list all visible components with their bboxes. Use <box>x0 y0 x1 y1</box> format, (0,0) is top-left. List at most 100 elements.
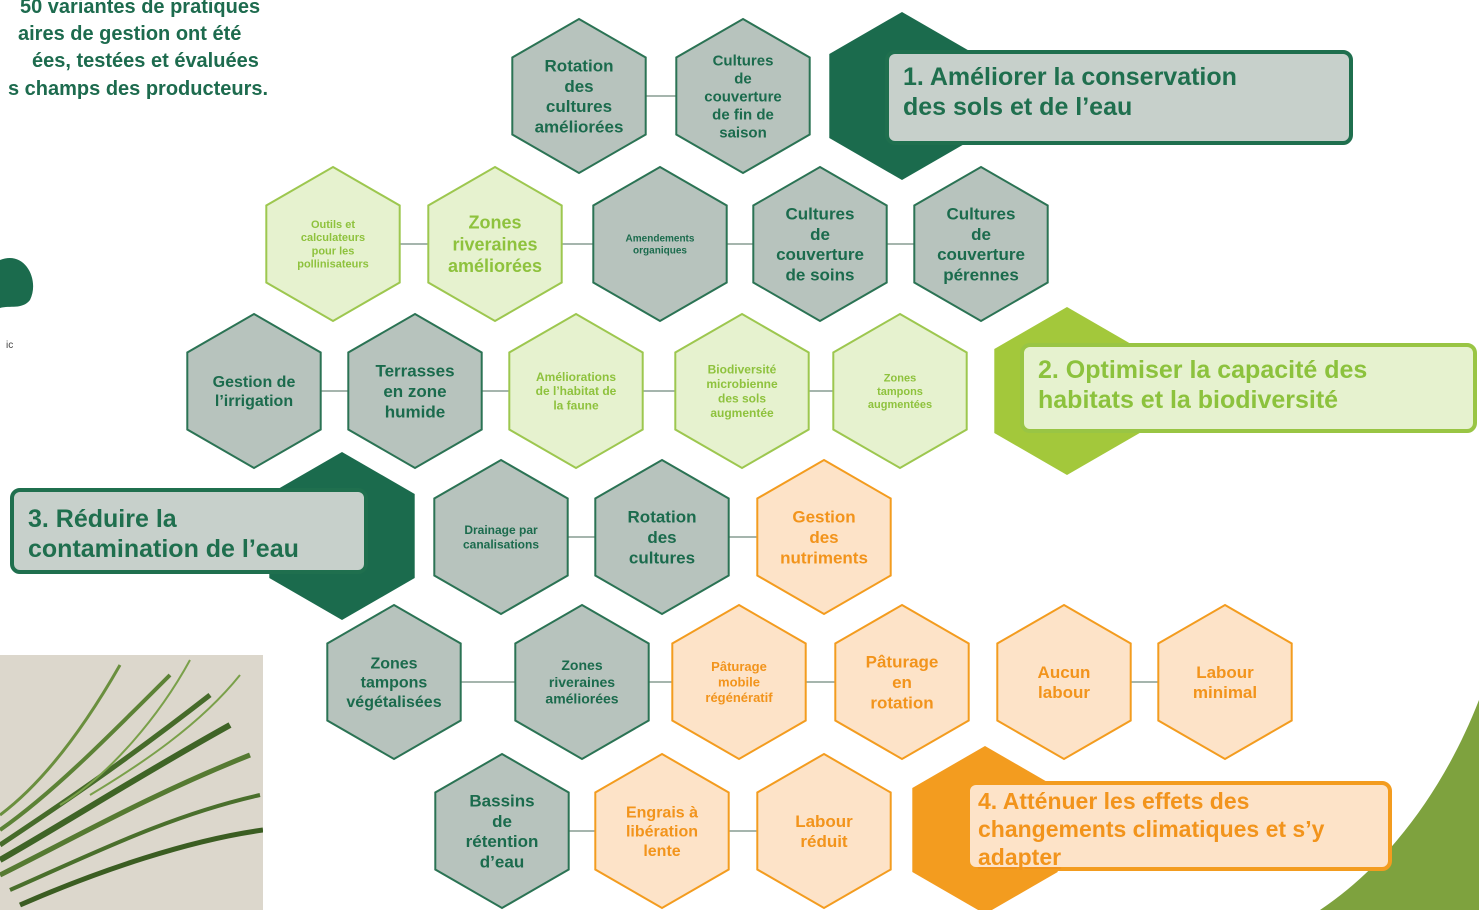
grass-photo <box>0 655 263 910</box>
practice-hex-shape <box>756 458 892 616</box>
practice-label: pollinisateurs <box>297 259 369 271</box>
practice-label: cultures <box>546 97 612 116</box>
practice-label: d’eau <box>480 853 524 872</box>
goal-1-line: des sols et de l’eau <box>903 93 1133 121</box>
practice-hex-shape <box>756 752 892 910</box>
practice-label: tampons <box>361 675 428 692</box>
practice-label: libération <box>626 824 698 841</box>
practice-label: lente <box>643 843 680 860</box>
practice-label: Zones <box>468 213 521 233</box>
practice-hex-shape <box>832 312 968 470</box>
logo-text: ic <box>6 340 14 351</box>
practice-label: Amendements <box>626 234 695 245</box>
practice-hex-shape <box>834 603 970 761</box>
practice-label: humide <box>385 402 445 421</box>
grass-illustration <box>0 655 263 910</box>
practice-hex-shape <box>594 752 730 910</box>
practice-label: microbienne <box>706 377 778 391</box>
practice-label: labour <box>1038 683 1090 702</box>
practice-label: de soins <box>786 266 855 285</box>
practice-label: de l’habitat de <box>536 384 617 398</box>
practice-label: l’irrigation <box>215 393 293 410</box>
practice-label: Rotation <box>545 56 614 75</box>
practice-label: organiques <box>633 246 687 257</box>
intro-line: 50 variantes de pratiques <box>20 0 261 18</box>
practice-label: Zones <box>884 373 916 385</box>
practice-hex-shape <box>433 458 569 616</box>
practice-hex-shape <box>326 603 462 761</box>
goal-3-line: contamination de l’eau <box>28 535 299 563</box>
goal-2-line: habitats et la biodiversité <box>1038 386 1339 414</box>
goal-1-line: 1. Améliorer la conservation <box>903 63 1237 91</box>
practice-label: des <box>647 528 676 547</box>
practice-label: riveraines <box>452 234 537 254</box>
practice-label: Pâturage <box>866 653 939 672</box>
practice-hex-shape <box>508 312 644 470</box>
goal-2-box: 2. Optimiser la capacité des habitats et… <box>1020 343 1477 433</box>
practice-label: Zones <box>370 655 417 672</box>
practice-hex-shape <box>675 17 811 175</box>
practice-hex-shape <box>594 458 730 616</box>
practice-label: Aucun <box>1038 663 1091 682</box>
practice-hex-shape <box>434 752 570 910</box>
practice-hex-shape <box>671 603 807 761</box>
practice-label: Labour <box>795 812 853 831</box>
practice-hex-shape <box>913 165 1049 323</box>
practice-label: Outils et <box>311 219 355 231</box>
practice-hex-shape <box>996 603 1132 761</box>
logo-fragment: ic <box>0 190 60 360</box>
corner-swoosh-shape <box>1320 700 1479 910</box>
practice-label: Cultures <box>947 204 1016 223</box>
practice-label: Cultures <box>786 204 855 223</box>
practice-label: de <box>810 225 830 244</box>
practice-label: la faune <box>553 399 599 413</box>
practice-hex-shape <box>186 312 322 470</box>
practice-label: rétention <box>466 832 539 851</box>
practice-label: en zone <box>383 382 446 401</box>
practice-label: Drainage par <box>464 523 538 537</box>
goal-4-line: 4. Atténuer les effets des <box>978 788 1250 814</box>
practice-hex-shape <box>427 165 563 323</box>
practice-label: augmentée <box>710 406 774 420</box>
logo-swoosh-icon <box>0 258 34 308</box>
practice-label: couverture <box>776 245 864 264</box>
practice-label: Gestion de <box>213 374 296 391</box>
practice-label: Terrasses <box>375 362 454 381</box>
practice-hex: Engrais à libération lente <box>594 752 730 910</box>
practice-label: canalisations <box>463 537 539 551</box>
practice-label: calculateurs <box>301 232 365 244</box>
practice-label: minimal <box>1193 683 1257 702</box>
practice-label: tampons <box>877 386 923 398</box>
practice-label: réduit <box>800 832 848 851</box>
goal-1-box: 1. Améliorer la conservation des sols et… <box>885 50 1353 145</box>
practice-label: augmentées <box>868 399 932 411</box>
practice-label: de <box>492 812 512 831</box>
practice-label: Améliorations <box>536 370 616 384</box>
practice-label: nutriments <box>780 548 868 567</box>
practice-hex-shape <box>265 165 401 323</box>
goal-3-box: 3. Réduire la contamination de l’eau <box>10 488 368 574</box>
practice-label: pérennes <box>943 266 1019 285</box>
practice-hex-shape <box>514 603 650 761</box>
practice-label: améliorées <box>545 691 618 707</box>
practice-label: Engrais à <box>626 804 698 821</box>
goal-2-line: 2. Optimiser la capacité des <box>1038 356 1368 384</box>
practice-label: de <box>971 225 991 244</box>
practice-label: de <box>734 70 752 87</box>
practice-label: Rotation <box>628 508 697 527</box>
